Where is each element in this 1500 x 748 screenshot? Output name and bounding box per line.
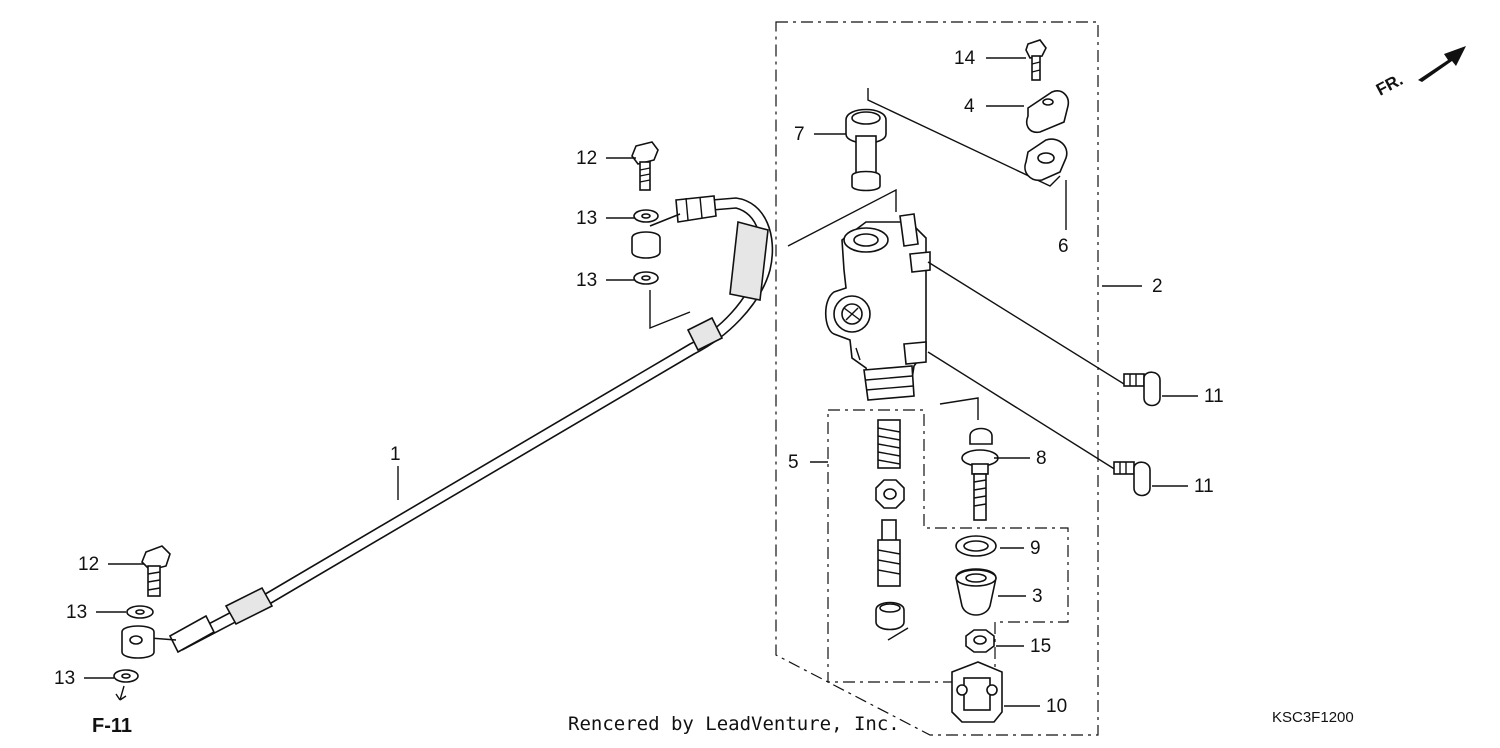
callout-15: 15: [1030, 636, 1051, 657]
callout-3: 3: [1032, 586, 1043, 607]
callout-1: 1: [390, 444, 401, 465]
callout-13-upper-2: 13: [576, 270, 597, 291]
callout-12-upper: 12: [576, 148, 597, 169]
assembly-outline-2: [775, 21, 1099, 736]
brake-hose: [149, 195, 774, 654]
push-rod-8: [961, 427, 999, 521]
diagram-code: KSC3F1200: [1272, 709, 1354, 726]
front-direction-arrow-icon: [1418, 46, 1466, 82]
callout-14: 14: [954, 48, 976, 69]
credit-text: Rencered by LeadVenture, Inc.: [568, 713, 900, 735]
bolt-11-upper: [927, 261, 1161, 407]
boot-3: [955, 568, 997, 616]
piston-set: [875, 419, 905, 631]
circlip-9: [955, 535, 997, 557]
bolt-11-lower: [927, 351, 1151, 497]
callout-10: 10: [1046, 696, 1067, 717]
callout-8: 8: [1036, 448, 1047, 469]
nut-15: [965, 629, 995, 653]
bolt-upper: [631, 141, 659, 191]
reference-label: F-11: [92, 715, 132, 737]
callout-6: 6: [1058, 236, 1069, 257]
callout-4: 4: [964, 96, 975, 117]
callout-2: 2: [1152, 276, 1163, 297]
leader-bracket-4-6: [867, 88, 1061, 187]
callout-13-lower-1: 13: [66, 602, 87, 623]
banjo-fitting-upper: [631, 231, 661, 259]
screw-14: [1025, 39, 1047, 81]
callout-11-lower: 11: [1194, 476, 1214, 497]
callout-11-upper: 11: [1204, 386, 1224, 407]
reservoir-cap-4: [1025, 90, 1070, 134]
callout-13-lower-2: 13: [54, 668, 75, 689]
clevis-10: [951, 661, 1003, 723]
direction-label: FR.: [1373, 70, 1406, 100]
callout-9: 9: [1030, 538, 1041, 559]
hose-joint: [845, 108, 887, 192]
callout-7: 7: [794, 124, 805, 145]
master-cylinder-body: [824, 213, 931, 401]
callout-12-lower: 12: [78, 554, 99, 575]
callout-5: 5: [788, 452, 799, 473]
leader-lines: [84, 57, 1198, 707]
callout-13-upper-1: 13: [576, 208, 597, 229]
bolt-lower: [141, 545, 171, 597]
assembly-outline-5: [827, 409, 1069, 683]
